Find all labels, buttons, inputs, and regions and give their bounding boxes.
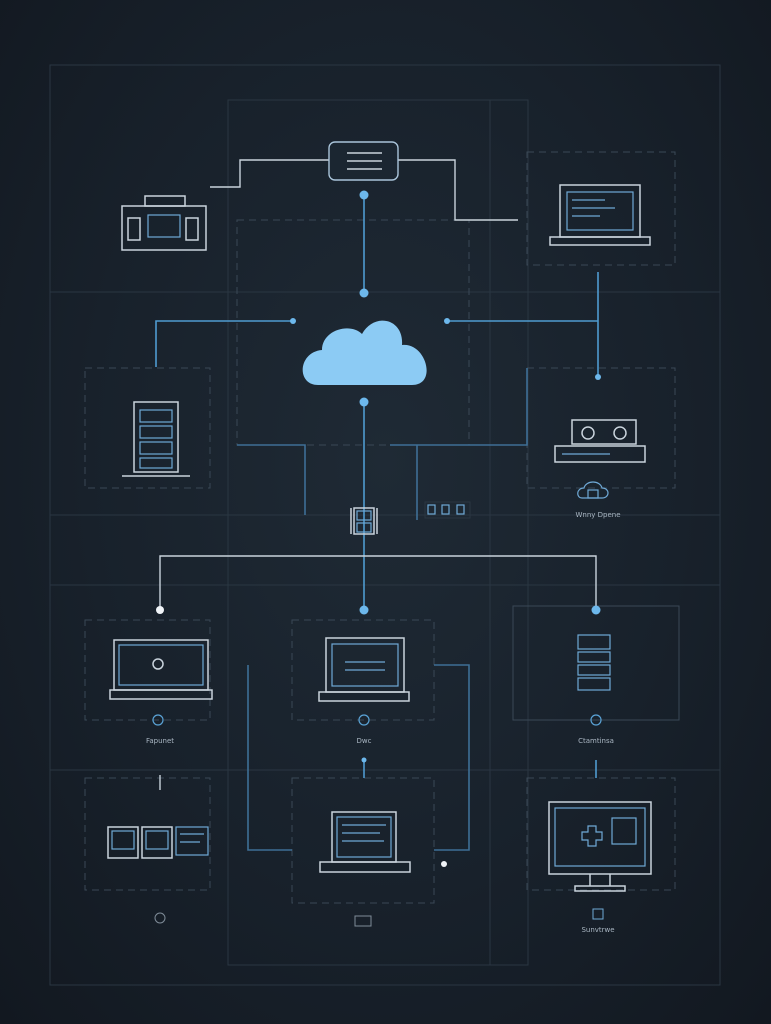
status-circle-icon <box>358 714 370 726</box>
node-dot <box>361 757 367 763</box>
status-circle-icon <box>152 714 164 726</box>
bottom-right-label: Sunvtrwe <box>581 926 614 934</box>
background-grid <box>49 64 721 986</box>
node-dot <box>156 606 164 614</box>
storage-device-icon[interactable] <box>554 419 646 499</box>
storage-label: Wnny Dpene <box>575 511 620 519</box>
status-circle-icons <box>152 714 602 726</box>
printer-icon[interactable] <box>121 195 207 251</box>
node-dot <box>595 374 601 380</box>
desktop-monitor-icon[interactable] <box>548 801 652 892</box>
node-dot <box>444 318 450 324</box>
node-dot <box>359 288 369 298</box>
node-dot <box>359 397 369 407</box>
gateway-menu-box-icon[interactable] <box>328 141 399 181</box>
mid-center-laptop-icon[interactable] <box>318 637 410 702</box>
connection-dots <box>156 190 601 867</box>
bottom-small-icons <box>154 908 604 927</box>
node-dot <box>359 190 369 200</box>
connections <box>155 159 599 851</box>
mid-center-label: Dwc <box>357 737 372 745</box>
bottom-laptop-icon[interactable] <box>319 811 411 873</box>
node-dot <box>359 605 369 615</box>
mid-right-label: Ctamtinsa <box>578 737 614 745</box>
node-dot <box>290 318 296 324</box>
cloud-icon[interactable] <box>302 320 427 385</box>
laptop-small-icon <box>354 915 372 927</box>
node-dot <box>591 605 601 615</box>
tablet-small-icon <box>592 908 604 920</box>
monitors-icon[interactable] <box>107 826 209 859</box>
server-stack-icon[interactable] <box>577 634 611 691</box>
mid-left-laptop-icon[interactable] <box>109 639 213 700</box>
mid-left-label: Fapunet <box>146 737 174 745</box>
switch-icon[interactable] <box>350 504 465 535</box>
check-circle-icon <box>154 912 166 924</box>
laptop-icon[interactable] <box>549 184 651 246</box>
node-dot <box>441 861 447 867</box>
server-rack-icon[interactable] <box>122 401 190 477</box>
status-circle-icon <box>590 714 602 726</box>
